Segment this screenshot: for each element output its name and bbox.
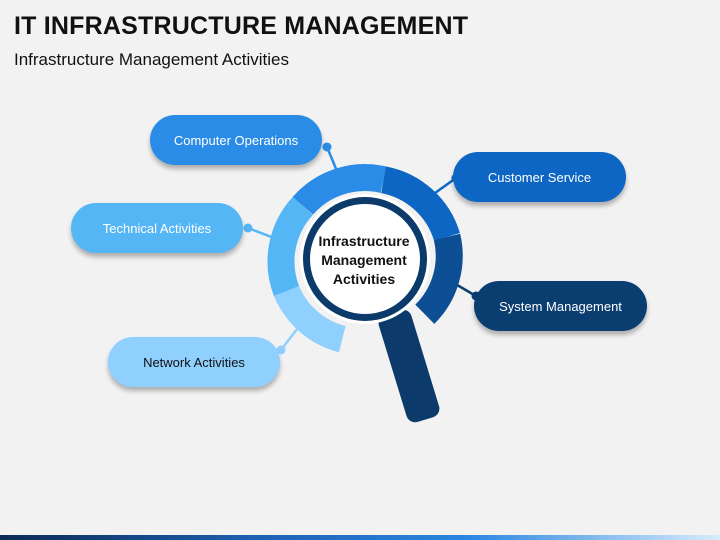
network-activities-pill: Network Activities — [108, 337, 280, 387]
connector-dot-network-activities — [276, 345, 286, 355]
network-activities-label: Network Activities — [143, 354, 245, 370]
magnifier-ring — [267, 164, 463, 353]
ring-segment-technical-activities — [267, 196, 314, 296]
technical-activities-pill: Technical Activities — [71, 203, 243, 253]
page-subtitle: Infrastructure Management Activities — [14, 50, 289, 69]
ring-segment-network-activities — [274, 285, 347, 353]
connector-dot-computer-operations — [322, 142, 332, 152]
ring-segment-customer-service — [380, 166, 460, 242]
center-label-line-3: Activities — [332, 271, 396, 287]
customer-service-pill: Customer Service — [453, 152, 626, 202]
bottom-accent-bar — [0, 535, 720, 540]
connector-dot-technical-activities — [243, 223, 253, 233]
ring-segment-computer-operations — [292, 164, 387, 216]
ring-segment-system-management — [414, 233, 463, 324]
center-label-line-2: Management — [321, 252, 407, 268]
system-management-label: System Management — [499, 298, 622, 314]
technical-activities-label: Technical Activities — [102, 220, 212, 236]
page-title: IT INFRASTRUCTURE MANAGEMENT — [14, 12, 469, 40]
system-management-pill: System Management — [474, 281, 647, 331]
customer-service-label: Customer Service — [487, 169, 592, 185]
magnifier-handle — [378, 309, 440, 423]
computer-operations-label: Computer Operations — [173, 132, 299, 148]
center-label-line-1: Infrastructure — [318, 233, 410, 249]
center-label: Infrastructure Management Activities — [300, 232, 428, 289]
magnifier-lens — [310, 204, 420, 314]
computer-operations-pill: Computer Operations — [150, 115, 322, 165]
